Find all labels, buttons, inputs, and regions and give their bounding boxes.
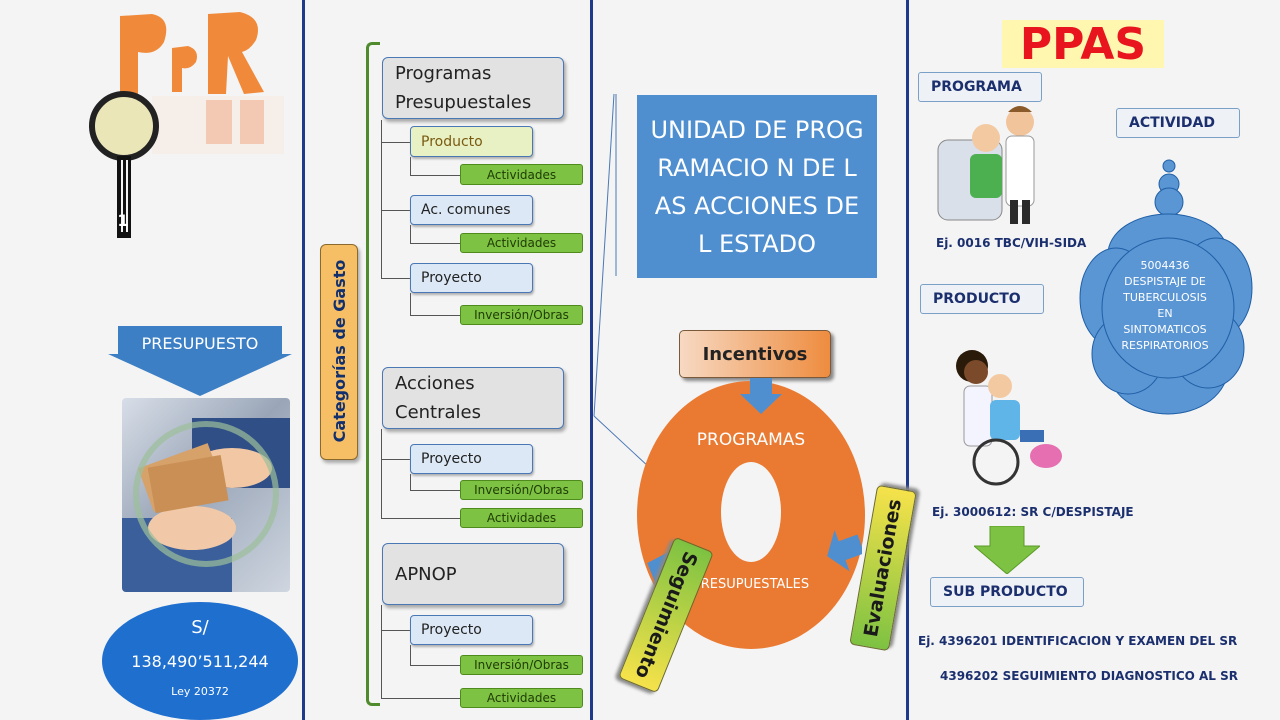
presupuesto-arrow	[108, 326, 292, 396]
categories-vertical-box	[320, 244, 358, 460]
money-hands-image	[122, 398, 290, 592]
amount-law: Ley 20372	[171, 684, 229, 698]
tree-line	[381, 210, 410, 211]
tree-line	[410, 645, 411, 665]
cloud-line: EN	[1157, 307, 1173, 320]
doctor-patient-image	[930, 100, 1046, 230]
tree-line	[381, 120, 382, 278]
cloud-line: TUBERCULOSIS	[1123, 291, 1207, 304]
tree-line	[410, 490, 460, 491]
actividades-box[interactable]: Actividades	[460, 688, 583, 708]
acciones-centrales-box[interactable]: Acciones Centrales	[382, 367, 564, 429]
programas-presupuestales-box[interactable]: Programas Presupuestales	[382, 57, 564, 119]
cloud-text: 5004436 DESPISTAJE DE TUBERCULOSIS EN SI…	[1090, 258, 1240, 354]
tree-line	[381, 142, 410, 143]
divider-3	[906, 0, 909, 720]
green-bracket	[366, 42, 380, 706]
tree-line	[410, 175, 460, 176]
cloud-line: SINTOMATICOS	[1123, 323, 1207, 336]
amount-currency: S/	[191, 616, 209, 638]
badge-number: 1	[117, 210, 129, 230]
magnifier-icon	[88, 90, 288, 240]
inversion-obras-box[interactable]: Inversión/Obras	[460, 305, 583, 325]
divider-2	[590, 0, 593, 720]
apnop-box[interactable]: APNOP	[382, 543, 564, 605]
ej-sub-producto-2: 4396202 SEGUIMIENTO DIAGNOSTICO AL SR	[940, 669, 1239, 683]
ppas-title: PPAS	[1002, 19, 1164, 70]
arrow-left-icon	[827, 530, 862, 572]
presupuesto-label: PRESUPUESTO	[141, 333, 259, 353]
tree-line	[381, 459, 410, 460]
unidad-box: UNIDAD DE PROGRAMACIO N DE LAS ACCIONES …	[637, 95, 877, 278]
proyecto-box[interactable]: Proyecto	[410, 444, 533, 474]
ac-comunes-box[interactable]: Ac. comunes	[410, 195, 533, 225]
incentivos-box[interactable]: Incentivos	[679, 330, 831, 378]
cloud-line: DESPISTAJE DE	[1124, 275, 1206, 288]
tree-line	[410, 474, 411, 490]
tree-line	[381, 518, 460, 519]
tree-line	[381, 429, 382, 518]
ppr-logo	[112, 8, 282, 98]
amount-value: 138,490’511,244	[131, 651, 269, 671]
actividades-box[interactable]: Actividades	[460, 508, 583, 528]
tree-line	[381, 278, 410, 279]
cloud-line: RESPIRATORIOS	[1121, 339, 1209, 352]
producto-label: PRODUCTO	[920, 284, 1044, 314]
ej-producto: Ej. 3000612: SR C/DESPISTAJE	[932, 505, 1134, 519]
actividades-box[interactable]: Actividades	[460, 233, 583, 253]
arrow-down-icon	[740, 378, 782, 414]
tree-line	[410, 315, 460, 316]
inversion-obras-box[interactable]: Inversión/Obras	[460, 480, 583, 500]
amount-ellipse	[102, 602, 298, 720]
nurse-wheelchair-image	[950, 346, 1068, 492]
divider-1	[302, 0, 305, 720]
actividades-box[interactable]: Actividades	[460, 164, 583, 185]
ej-sub-producto-1: Ej. 4396201 IDENTIFICACION Y EXAMEN DEL …	[918, 634, 1238, 648]
cloud-code: 5004436	[1140, 259, 1190, 272]
tree-line	[381, 698, 460, 699]
cloud-shape	[1079, 159, 1253, 415]
proyecto-box[interactable]: Proyecto	[410, 615, 533, 645]
tree-line	[410, 157, 411, 175]
arrow-down-green-icon	[974, 526, 1040, 574]
tree-line	[410, 243, 460, 244]
ej-programa: Ej. 0016 TBC/VIH-SIDA	[936, 236, 1087, 250]
actividad-label: ACTIVIDAD	[1116, 108, 1240, 138]
proyecto-box[interactable]: Proyecto	[410, 263, 533, 293]
tree-line	[381, 605, 382, 698]
inversion-obras-box[interactable]: Inversión/Obras	[460, 655, 583, 675]
tree-line	[410, 293, 411, 315]
programas-label: PROGRAMAS	[696, 430, 806, 450]
categories-vertical-label: Categorías de Gasto	[329, 259, 349, 443]
presupuestales-label: PRESUPUESTALES	[692, 576, 810, 592]
producto-box[interactable]: Producto	[410, 126, 533, 157]
programa-label: PROGRAMA	[918, 72, 1042, 102]
tree-line	[410, 225, 411, 243]
sub-producto-label: SUB PRODUCTO	[930, 577, 1084, 607]
tree-line	[381, 630, 410, 631]
tree-line	[410, 665, 460, 666]
